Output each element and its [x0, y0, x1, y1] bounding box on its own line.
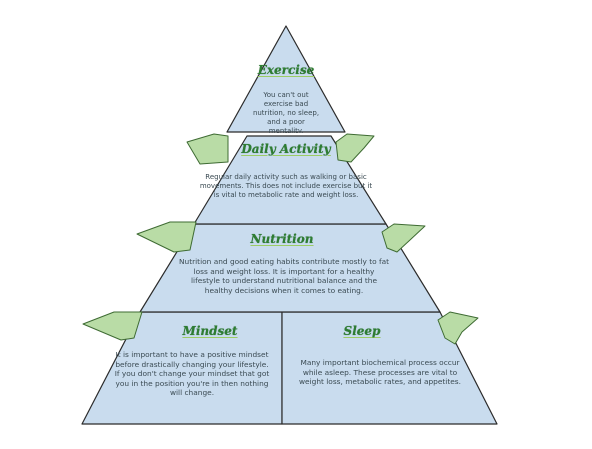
exercise-text: You can't out exercise bad nutrition, no…	[252, 91, 320, 133]
step-arrow-right-mid-icon	[381, 223, 426, 253]
sleep-title: Sleep	[343, 324, 381, 338]
step-arrow-left-top-icon	[186, 133, 229, 165]
daily-activity-title: Daily Activity	[241, 142, 331, 156]
tier-exercise	[226, 25, 346, 133]
nutrition-text: Nutrition and good eating habits contrib…	[178, 257, 390, 295]
step-arrow-right-bottom-icon	[437, 311, 479, 345]
daily-activity-text: Regular daily activity such as walking o…	[199, 173, 373, 199]
step-arrow-left-bottom-icon	[82, 311, 143, 341]
mindset-title: Mindset	[182, 324, 238, 338]
exercise-title: Exercise	[257, 63, 315, 77]
mindset-text: It is important to have a positive minds…	[114, 350, 270, 398]
step-arrow-right-top-icon	[335, 133, 375, 163]
step-arrow-left-mid-icon	[136, 221, 197, 253]
sleep-text: Many important biochemical process occur…	[298, 358, 462, 387]
nutrition-title: Nutrition	[250, 232, 314, 246]
